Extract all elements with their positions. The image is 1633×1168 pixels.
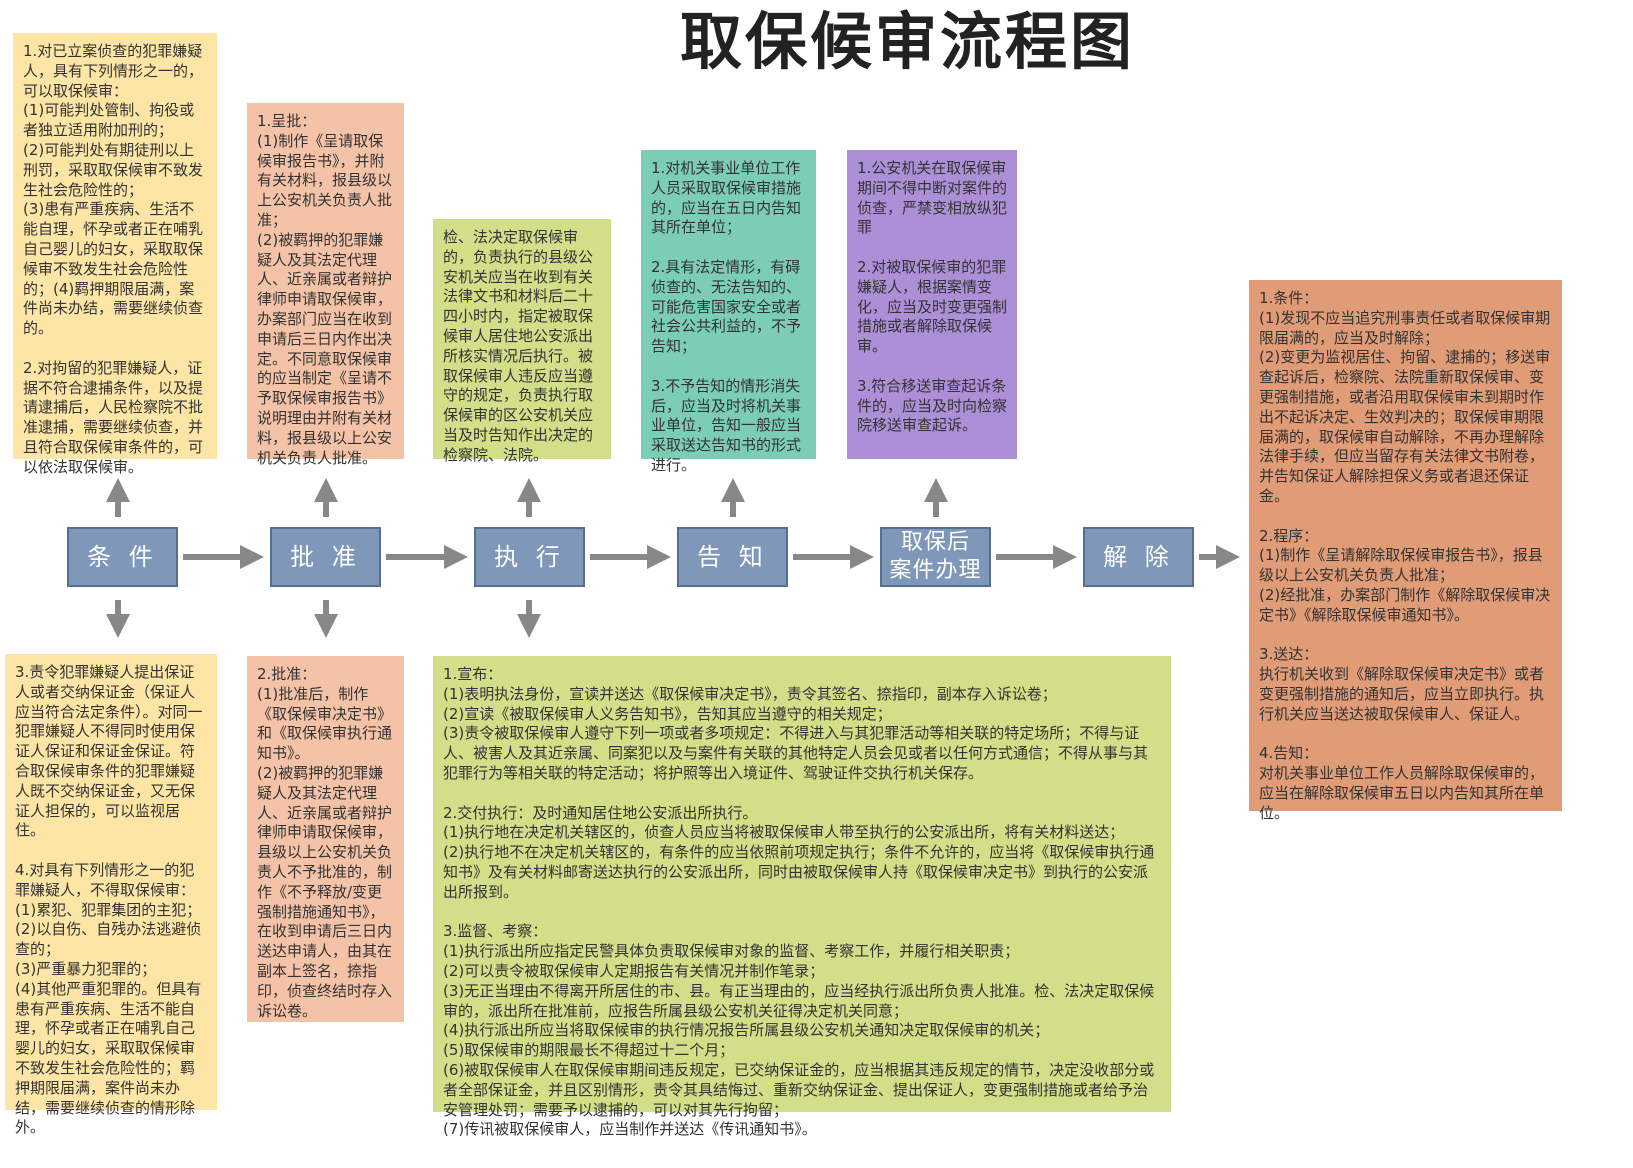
approve-bottom-box: 2.批准： (1)批准后，制作《取保候审决定书》和《取保候审执行通知书》。 (2…	[247, 656, 404, 1022]
after-top-box: 1.公安机关在取保候审期间不得中断对案件的侦查，严禁变相放纵犯罪 2.对被取保候…	[847, 150, 1017, 459]
node-after: 取保后 案件办理	[880, 527, 991, 587]
node-release: 解 除	[1083, 527, 1194, 587]
node-notify: 告 知	[677, 527, 788, 587]
execute-top-box: 检、法决定取保候审的，负责执行的县级公安机关应当在收到有关法律文书和材料后二十四…	[433, 219, 611, 464]
node-approve: 批 准	[270, 527, 381, 587]
execute-bottom-box: 1.宣布： (1)表明执法身份，宣读并送达《取保候审决定书》，责令其签名、捺指印…	[433, 656, 1171, 1138]
diagram-title: 取保候审流程图	[680, 5, 1136, 78]
condition-bottom-box: 3.责令犯罪嫌疑人提出保证人或者交纳保证金（保证人应当符合法定条件）。对同一犯罪…	[5, 654, 217, 1136]
condition-top-box: 1.对已立案侦查的犯罪嫌疑人，具有下列情形之一的，可以取保候审： (1)可能判处…	[13, 33, 217, 476]
approve-top-box: 1.呈批： (1)制作《呈请取保候审报告书》，并附有关材料，报县级以上公安机关负…	[247, 103, 404, 467]
release-side-box: 1.条件： (1)发现不应当追究刑事责任或者取保候审期限届满的，应当及时解除； …	[1249, 280, 1562, 822]
node-execute: 执 行	[474, 527, 585, 587]
node-condition: 条 件	[67, 527, 178, 587]
notify-top-box: 1.对机关事业单位工作人员采取取保候审措施的，应当在五日内告知其所在单位； 2.…	[641, 150, 816, 474]
